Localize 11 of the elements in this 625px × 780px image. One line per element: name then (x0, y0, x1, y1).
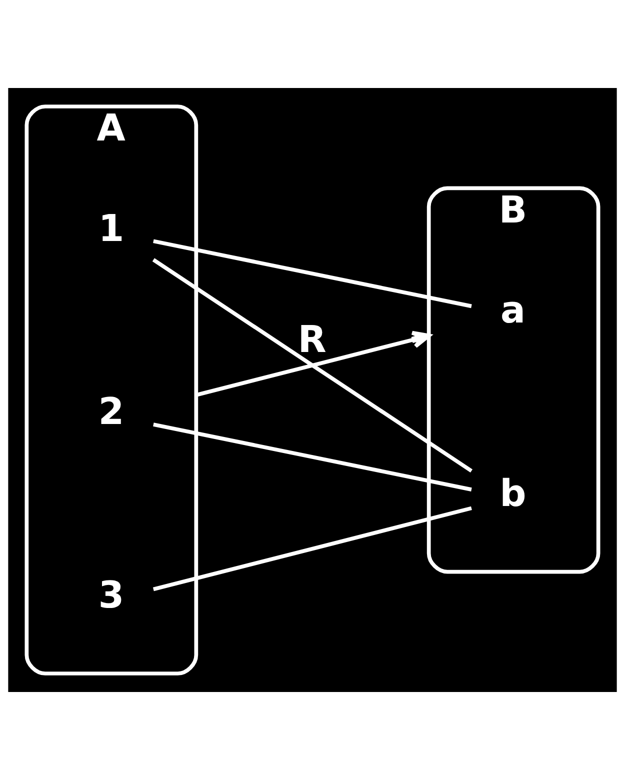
node-text: 2 (98, 390, 124, 434)
arrow (196, 330, 431, 397)
connector (153, 239, 472, 308)
node-text: a (500, 288, 526, 332)
edge-label: R (298, 318, 326, 361)
connector (152, 506, 472, 592)
connector (153, 422, 472, 492)
node-text: b (500, 472, 526, 515)
connector (152, 258, 473, 473)
node-text: 1 (98, 206, 124, 250)
node-text: 3 (98, 574, 124, 617)
